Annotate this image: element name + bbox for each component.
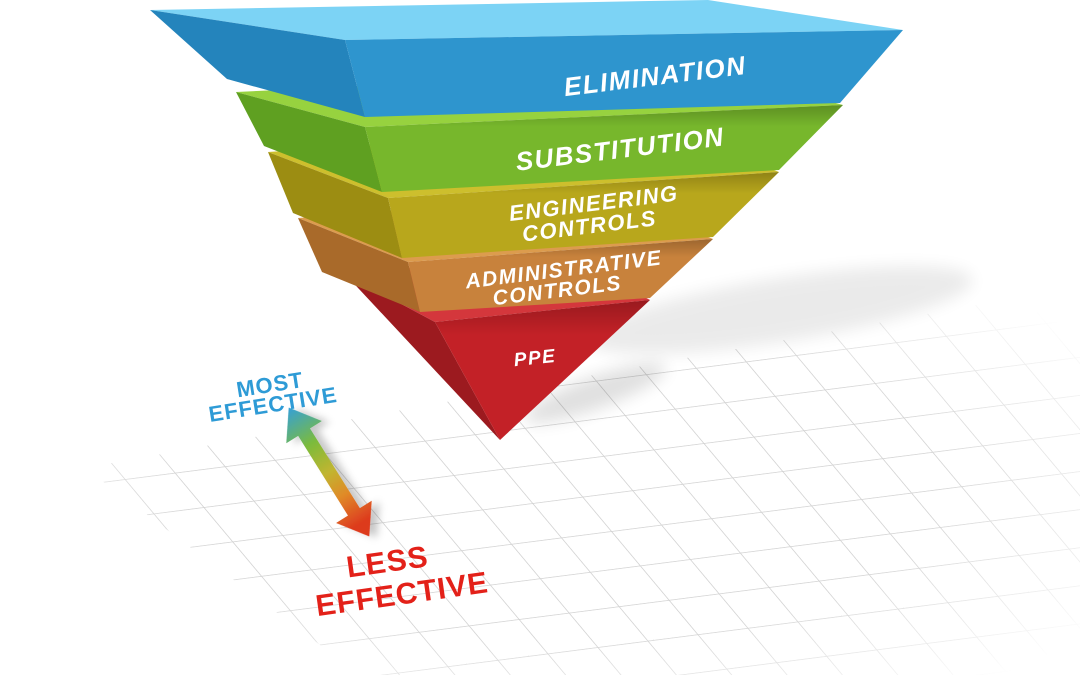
pyramid-shadow [524, 266, 973, 423]
layer-elimination-front-face [345, 30, 903, 117]
layer-elimination [150, 0, 903, 117]
label-ppe: PPE [513, 346, 557, 371]
layer-administrative-left-face [298, 218, 420, 312]
layer-engineering-left-face [268, 152, 402, 258]
effectiveness-arrow [286, 407, 372, 537]
layer-elimination-left-face [150, 10, 365, 117]
layer-administrative-shadow-overlay [408, 239, 713, 312]
layer-substitution-left-face [236, 92, 382, 192]
layer-ppe-left-face [345, 274, 500, 440]
layer-elimination-top-face [150, 0, 903, 40]
layer-substitution-shadow-overlay [365, 105, 843, 192]
layer-engineering-shadow-overlay [388, 172, 779, 258]
gradient-double-arrow-icon [286, 407, 372, 537]
layer-ppe-shadow-overlay [435, 300, 650, 440]
